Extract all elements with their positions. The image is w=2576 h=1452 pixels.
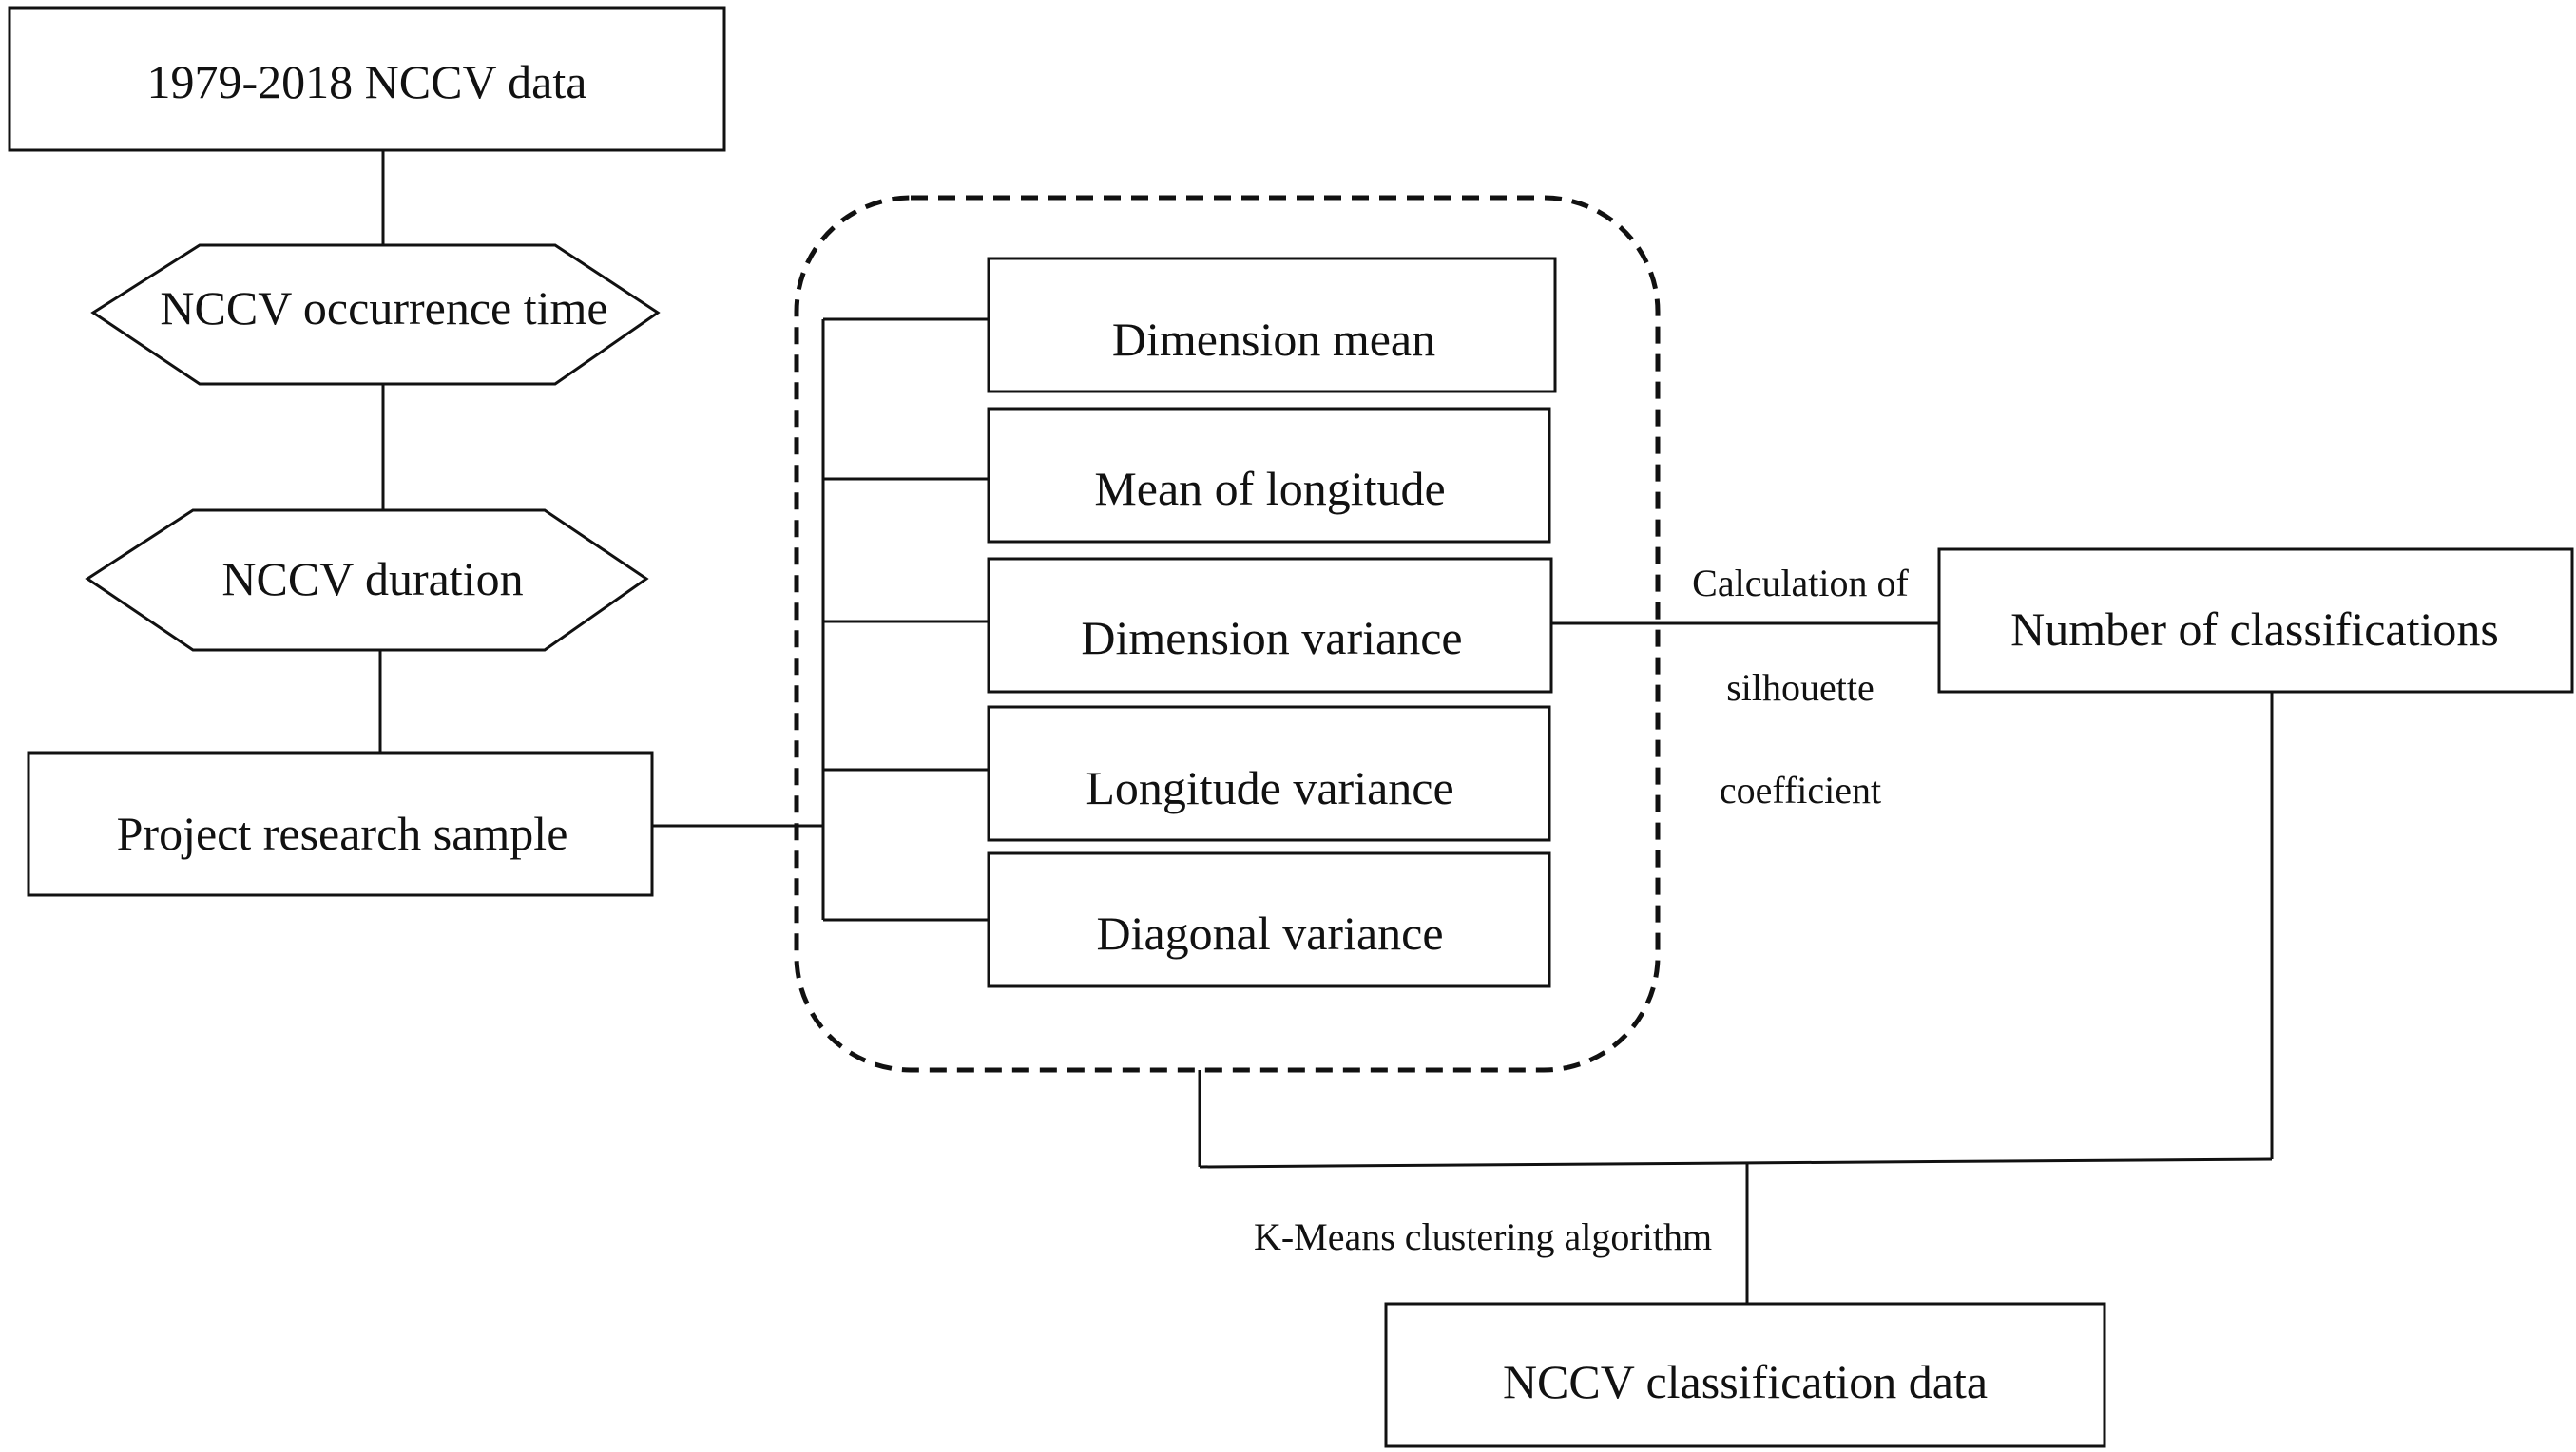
silhouette-label-line-1: Calculation of (1692, 562, 1909, 604)
dimension-variance-label: Dimension variance (1081, 611, 1463, 664)
longitude-variance-box (987, 705, 1551, 842)
longitude-variance-label: Longitude variance (1086, 761, 1454, 814)
duration-label: NCCV duration (221, 552, 524, 605)
diagonal-variance-box (987, 851, 1551, 988)
research-sample-label: Project research sample (116, 807, 568, 860)
longitude-mean-box (987, 407, 1551, 544)
silhouette-label-line-2: silhouette (1726, 666, 1874, 709)
kmeans-bus-line (1199, 1157, 2273, 1169)
num-classifications-label: Number of classifications (2010, 602, 2499, 656)
dimension-mean-box (987, 257, 1557, 393)
silhouette-label-line-3: coefficient (1719, 769, 1882, 812)
source-data-box (8, 6, 726, 152)
classification-data-label: NCCV classification data (1502, 1355, 1989, 1408)
dimension-variance-box (987, 557, 1553, 694)
duration-hexagon (85, 508, 649, 652)
classification-data-box (1384, 1302, 2106, 1448)
kmeans-label: K-Means clustering algorithm (1253, 1215, 1713, 1258)
diagonal-variance-label: Diagonal variance (1096, 907, 1444, 960)
occurrence-time-label: NCCV occurrence time (160, 281, 608, 334)
longitude-mean-label: Mean of longitude (1094, 462, 1446, 515)
source-data-label: 1979-2018 NCCV data (146, 55, 587, 108)
research-sample-box (27, 751, 654, 897)
features-group-dashed (794, 195, 1661, 1073)
num-classifications-box (1937, 547, 2574, 694)
dimension-mean-label: Dimension mean (1111, 313, 1436, 366)
occurrence-time-hexagon (90, 243, 661, 386)
